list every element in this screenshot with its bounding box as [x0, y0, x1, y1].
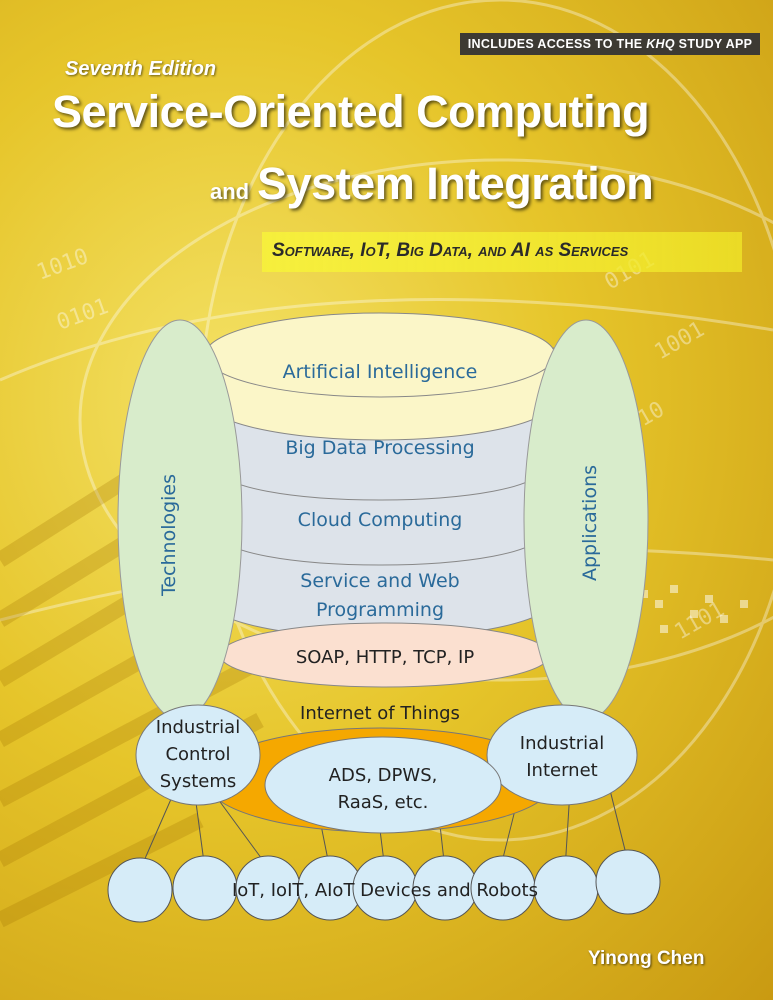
ics-label-1: Industrial — [156, 717, 240, 738]
ads-dpws-raas-node — [264, 736, 502, 834]
device-circle — [107, 857, 173, 923]
ics-label-3: Systems — [160, 771, 237, 792]
edition-label: Seventh Edition — [65, 58, 217, 80]
ics-label-2: Control — [165, 744, 230, 765]
industrial-internet-label-2: Internet — [526, 760, 597, 781]
cylinder-top — [204, 312, 556, 398]
subtitle-highlight — [262, 232, 742, 272]
cloud-label: Cloud Computing — [298, 509, 463, 531]
device-circle — [172, 855, 238, 921]
service-web-label-1: Service and Web — [300, 570, 459, 592]
technologies-pillar — [117, 319, 243, 721]
study-app-banner: INCLUDES ACCESS TO THE KHQ STUDY APP — [460, 33, 760, 55]
device-circle — [595, 849, 661, 915]
banner-text-end: STUDY APP — [674, 37, 753, 51]
ads-label-2: RaaS, etc. — [338, 792, 429, 813]
big-data-label: Big Data Processing — [285, 437, 474, 459]
applications-label: Applications — [579, 465, 601, 581]
title-system-integration: System Integration — [257, 158, 654, 209]
ads-label-1: ADS, DPWS, — [329, 765, 438, 786]
industrial-control-systems-node — [135, 704, 261, 806]
subtitle: Software, IoT, Big Data, and AI as Servi… — [272, 240, 629, 261]
service-web-label-2: Programming — [316, 599, 444, 621]
iot-label: Internet of Things — [300, 703, 460, 724]
device-circle — [533, 855, 599, 921]
protocols-label: SOAP, HTTP, TCP, IP — [296, 647, 475, 668]
banner-text: INCLUDES ACCESS TO THE — [467, 37, 647, 51]
ai-layer-label: Artificial Intelligence — [283, 361, 478, 383]
title-and: and — [210, 179, 250, 204]
author-name: Yinong Chen — [588, 948, 705, 969]
globe-curve-3 — [0, 298, 773, 382]
devices-label: IoT, IoIT, AIoT Devices and Robots — [232, 880, 538, 901]
title-line-1: Service-Oriented Computing — [52, 86, 650, 137]
industrial-internet-label-1: Industrial — [520, 733, 604, 754]
banner-brand: KHQ — [646, 37, 675, 51]
device-circles — [107, 849, 661, 923]
industrial-internet-node — [486, 704, 638, 806]
title-line-2: and System Integration — [210, 158, 654, 210]
technologies-label: Technologies — [158, 474, 180, 597]
globe-curve-1 — [78, 158, 773, 682]
